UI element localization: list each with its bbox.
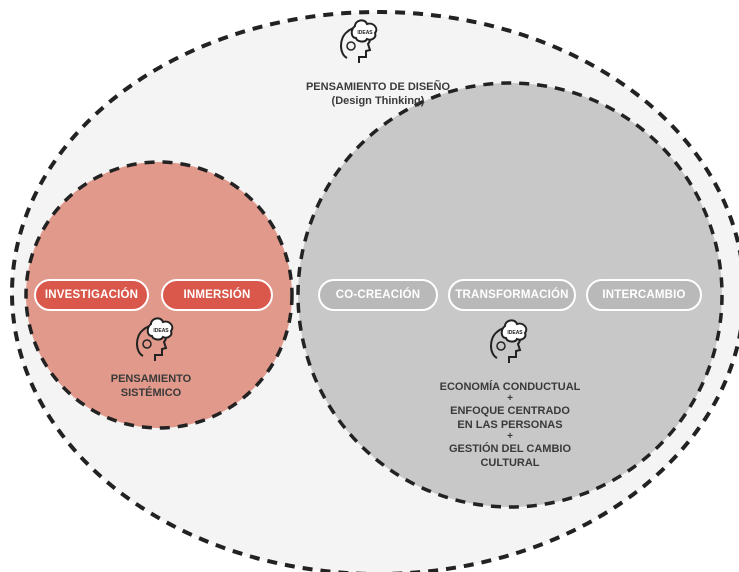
pill-inmersion: INMERSIÓN	[161, 279, 273, 311]
pill-transformacion: TRANSFORMACIÓN	[448, 279, 576, 311]
head-gears-icon: IDEAS	[340, 19, 378, 63]
left-label-line1: PENSAMIENTO	[110, 373, 192, 385]
svg-text:IDEAS: IDEAS	[357, 30, 373, 36]
left-circle-label: PENSAMIENTO SISTÉMICO	[89, 372, 213, 400]
pill-co-creacion: CO-CREACIÓN	[318, 279, 438, 311]
outer-subtitle: (Design Thinking)	[331, 95, 425, 107]
left-circle	[24, 160, 294, 430]
right-line-gestion: GESTIÓN DEL CAMBIO	[448, 443, 572, 455]
outer-title-block: PENSAMIENTO DE DISEÑO (Design Thinking)	[258, 80, 498, 108]
head-gears-icon: IDEAS	[136, 317, 174, 361]
pill-intercambio: INTERCAMBIO	[586, 279, 702, 311]
pill-investigacion: INVESTIGACIÓN	[34, 279, 149, 311]
right-line-economia: ECONOMÍA CONDUCTUAL	[439, 381, 581, 393]
outer-title: PENSAMIENTO DE DISEÑO	[305, 81, 451, 93]
plus-sign: +	[507, 393, 513, 404]
plus-sign: +	[507, 431, 513, 442]
head-gears-icon: IDEAS	[490, 319, 528, 363]
right-line-personas: EN LAS PERSONAS	[457, 419, 563, 431]
svg-text:IDEAS: IDEAS	[507, 330, 523, 336]
left-label-line2: SISTÉMICO	[120, 387, 182, 399]
right-line-cultural: CULTURAL	[480, 457, 540, 469]
right-circle-label: ECONOMÍA CONDUCTUAL + ENFOQUE CENTRADO E…	[420, 380, 600, 470]
svg-text:IDEAS: IDEAS	[153, 328, 169, 334]
right-line-enfoque: ENFOQUE CENTRADO	[450, 405, 570, 417]
